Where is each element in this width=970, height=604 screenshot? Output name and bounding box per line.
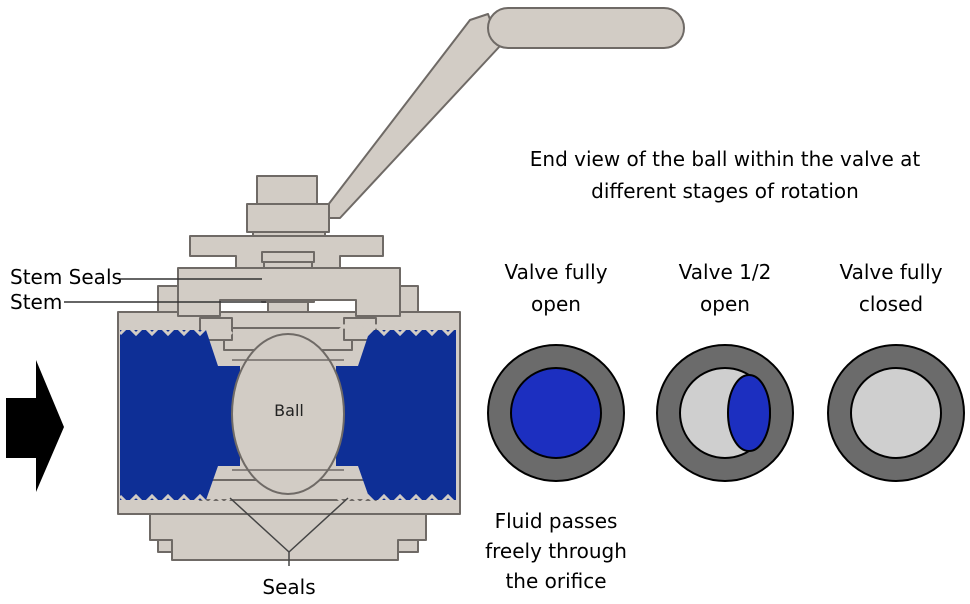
fluid-passage xyxy=(118,323,458,507)
end-view-heading-line1: End view of the ball within the valve at xyxy=(529,147,921,171)
valve-handle xyxy=(317,7,685,219)
fluid-caption: Fluid passes freely through the orifice xyxy=(466,508,646,594)
stem-label: Stem xyxy=(10,290,63,314)
stem-seals-label: Stem Seals xyxy=(10,265,122,289)
fully-closed-caption: Valve fully closed xyxy=(816,259,966,317)
half-open-caption-line2: open xyxy=(700,292,750,316)
half-open-caption-line1: Valve 1/2 xyxy=(678,260,772,284)
seals-label: Seals xyxy=(262,575,316,599)
half-open-caption: Valve 1/2 open xyxy=(655,259,795,317)
fully-open-caption-line2: open xyxy=(531,292,581,316)
end-view-half-open xyxy=(656,344,794,482)
fully-closed-caption-line1: Valve fully xyxy=(839,260,943,284)
fluid-caption-line2: freely through xyxy=(485,539,627,563)
fully-closed-caption-line2: closed xyxy=(858,292,924,316)
end-view-fully-closed xyxy=(827,344,965,482)
end-view-fully-open xyxy=(487,344,625,482)
flow-arrow-icon xyxy=(6,360,64,492)
seal-pointer-lines xyxy=(229,497,349,566)
end-view-heading: End view of the ball within the valve at… xyxy=(500,146,950,204)
fluid-caption-line3: the orifice xyxy=(505,569,607,593)
fully-open-caption: Valve fully open xyxy=(486,259,626,317)
end-view-heading-line2: different stages of rotation xyxy=(591,179,859,203)
ball-label: Ball xyxy=(274,401,304,420)
valve-ball xyxy=(231,333,345,495)
fully-open-caption-line1: Valve fully xyxy=(504,260,608,284)
fluid-caption-line1: Fluid passes xyxy=(494,509,618,533)
